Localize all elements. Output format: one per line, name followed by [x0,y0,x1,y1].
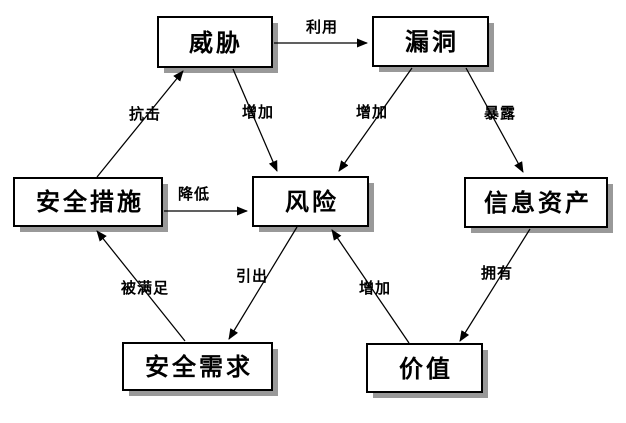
node-security-measure [13,177,163,227]
node-risk [252,176,369,227]
node-vulnerability-label: 漏洞 [405,28,459,56]
node-security-requirement [122,342,273,391]
edge-counter-label: 抗击 [129,105,161,123]
node-vulnerability [372,16,489,67]
edges [96,38,531,344]
edge-exploit-label: 利用 [306,18,338,36]
node-info-asset [464,177,608,228]
node-security-measure-label: 安全措施 [36,188,144,216]
edge-expose-label: 暴露 [484,104,516,122]
edge-derive-label: 引出 [236,267,268,285]
edge-increase-from-vulnerability-label: 增加 [356,103,388,121]
edge-increase-from-value-label: 增加 [359,279,391,297]
edge-counter [96,70,184,178]
node-labels: 威胁 漏洞 安全措施 风险 信息资产 安全需求 价值 [36,28,592,383]
node-value [366,343,483,393]
edge-expose [465,67,524,173]
edge-increase-from-vulnerability [338,67,413,172]
edge-own-label: 拥有 [481,264,513,282]
node-info-asset-label: 信息资产 [484,189,592,217]
edge-derive [228,226,298,340]
node-boxes [13,16,608,393]
node-security-requirement-label: 安全需求 [145,353,253,381]
edge-satisfy [96,230,186,342]
node-threat-label: 威胁 [189,29,243,57]
edge-increase-from-threat-label: 增加 [242,103,274,121]
edge-reduce-label: 降低 [178,185,210,203]
node-risk-label: 风险 [285,188,339,216]
edge-labels: 利用 抗击 增加 增加 暴露 降低 被满足 引出 增加 拥有 [121,18,516,297]
node-threat [157,16,273,68]
node-value-label: 价值 [399,355,453,383]
edge-increase-from-value [331,229,410,344]
edge-satisfy-label: 被满足 [121,279,169,297]
edge-increase-from-threat [232,68,278,172]
edge-own [459,228,531,342]
